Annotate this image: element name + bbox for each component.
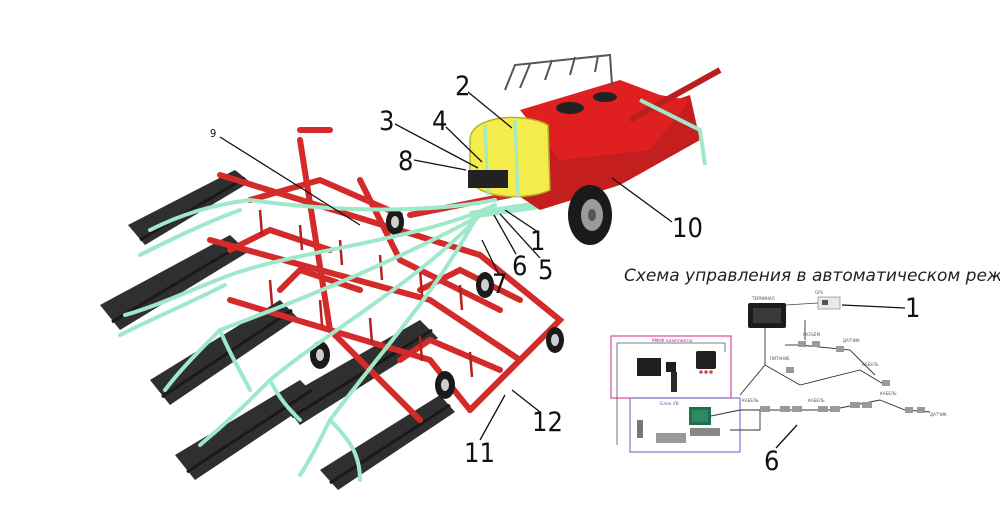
svg-text:КАБЕЛЬ: КАБЕЛЬ	[880, 391, 897, 396]
callout-3: 3	[379, 106, 394, 137]
callout-1: 1	[530, 226, 545, 257]
pink-box-label: МФЖ комплекты	[652, 338, 693, 344]
callout-9: 9	[210, 127, 216, 140]
scheme-title: Схема управления в автоматическом режиме	[624, 266, 1000, 286]
scheme-small-labels: РАЗЪЁМ ДАТЧИК КАБЕЛЬ ПИТАНИЕ ДАТЧИК КАБЕ…	[742, 332, 947, 417]
svg-text:ПИТАНИЕ: ПИТАНИЕ	[770, 356, 790, 361]
cart-railing	[504, 53, 613, 91]
callout-7: 7	[492, 269, 507, 300]
scheme-callout-1: 1	[905, 293, 920, 324]
scheme-callout-6-line	[775, 424, 798, 449]
scheme-callout-6: 6	[764, 446, 779, 477]
callout-12: 12	[532, 407, 563, 438]
svg-text:ТЕРМИНАЛ: ТЕРМИНАЛ	[751, 296, 775, 301]
svg-text:GPS: GPS	[815, 290, 824, 295]
callout-8: 8	[398, 146, 413, 177]
frame-wheels	[310, 209, 564, 399]
frame-tines	[258, 209, 474, 378]
cultivator-illustration: 2 3 4 8 9 10 1 6 5 7 11 12	[100, 53, 722, 490]
connectors	[760, 341, 925, 413]
blue-box-label: Блок УВ	[660, 401, 679, 407]
svg-text:КАБЕЛЬ: КАБЕЛЬ	[742, 398, 759, 403]
svg-text:ДАТЧИК: ДАТЧИК	[930, 412, 947, 417]
callout-11: 11	[464, 438, 495, 469]
callout-6: 6	[512, 251, 527, 282]
air-cart	[468, 53, 722, 245]
control-scheme: Схема управления в автоматическом режиме…	[610, 266, 1000, 477]
svg-text:ДАТЧИК: ДАТЧИК	[843, 338, 860, 343]
svg-text:РАЗЪЁМ: РАЗЪЁМ	[803, 332, 821, 337]
svg-text:КАБЕЛЬ: КАБЕЛЬ	[862, 362, 879, 367]
seed-hoses	[118, 198, 497, 482]
callout-10: 10	[672, 213, 703, 244]
callout-5: 5	[538, 255, 553, 286]
disc-teeth	[111, 176, 451, 485]
callout-4: 4	[432, 106, 447, 137]
callout-lines	[219, 91, 673, 441]
blue-box	[629, 397, 741, 453]
scheme-callout-1-line	[841, 304, 906, 309]
callout-2: 2	[455, 71, 470, 102]
wiring-harness	[710, 320, 931, 431]
gps-receiver	[817, 296, 841, 310]
svg-text:КАБЕЛЬ: КАБЕЛЬ	[808, 398, 825, 403]
